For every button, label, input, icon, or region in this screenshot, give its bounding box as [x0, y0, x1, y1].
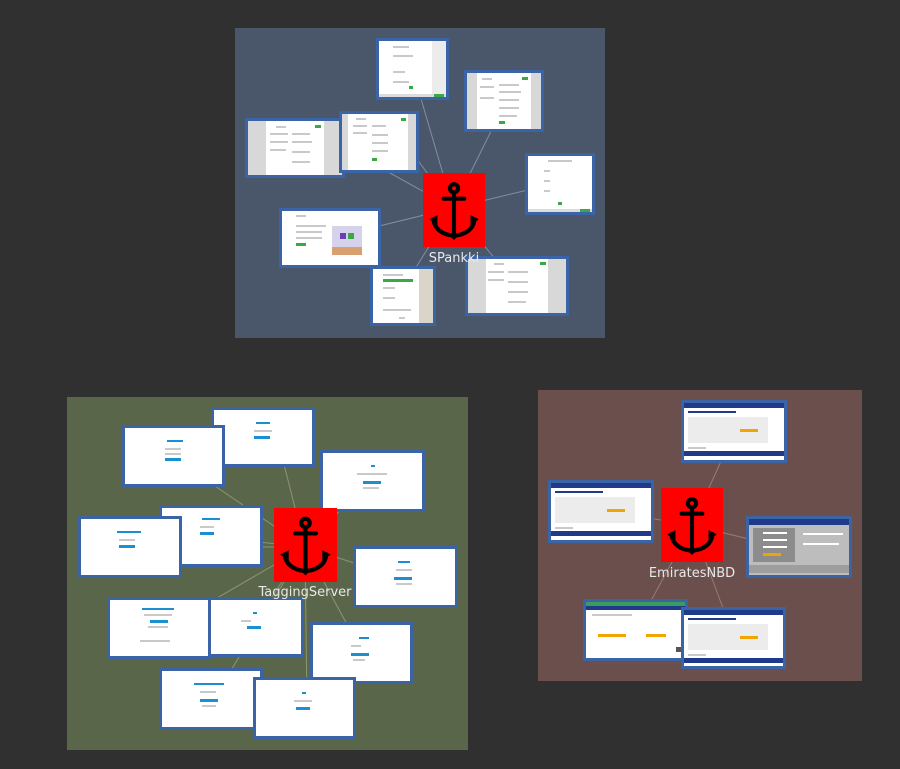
anchor-icon: [667, 497, 717, 555]
taggingserver-thumb-5[interactable]: [78, 516, 182, 578]
emiratesnbd-thumb-5[interactable]: [681, 607, 786, 669]
taggingserver-thumb-1[interactable]: [211, 407, 315, 467]
cluster-taggingserver: TaggingServer: [67, 397, 468, 750]
anchor-icon: [280, 516, 331, 576]
spankki-hub[interactable]: [423, 173, 485, 247]
cluster-spankki: SPankki: [235, 28, 605, 338]
spankki-thumb-2[interactable]: [464, 70, 544, 132]
spankki-label: SPankki: [428, 251, 480, 266]
emiratesnbd-thumb-2[interactable]: [548, 480, 654, 543]
spankki-thumb-1[interactable]: [376, 38, 449, 100]
taggingserver-thumb-9[interactable]: [310, 622, 413, 684]
emiratesnbd-label: EmiratesNBD: [648, 566, 736, 581]
emiratesnbd-thumb-3[interactable]: [746, 516, 852, 578]
spankki-thumb-6[interactable]: [279, 208, 381, 268]
taggingserver-thumb-10[interactable]: [159, 668, 263, 730]
spankki-thumb-3[interactable]: [245, 118, 345, 178]
taggingserver-thumb-7[interactable]: [107, 597, 212, 659]
taggingserver-thumb-8[interactable]: [208, 597, 304, 657]
spankki-thumb-8[interactable]: [465, 256, 569, 316]
spankki-thumb-7[interactable]: [370, 266, 436, 326]
emiratesnbd-hub[interactable]: [661, 488, 723, 562]
emiratesnbd-thumb-4[interactable]: [583, 599, 688, 661]
taggingserver-thumb-2[interactable]: [122, 425, 225, 487]
spankki-thumb-5[interactable]: [525, 153, 595, 215]
taggingserver-thumb-11[interactable]: [253, 677, 356, 739]
taggingserver-hub[interactable]: [274, 508, 337, 582]
taggingserver-thumb-6[interactable]: [353, 546, 458, 608]
anchor-icon: [429, 182, 479, 240]
taggingserver-label: TaggingServer: [258, 585, 352, 600]
taggingserver-thumb-3[interactable]: [320, 450, 425, 512]
spankki-thumb-4[interactable]: [339, 111, 419, 173]
emiratesnbd-thumb-1[interactable]: [681, 400, 787, 463]
cluster-emiratesnbd: EmiratesNBD: [538, 390, 862, 681]
